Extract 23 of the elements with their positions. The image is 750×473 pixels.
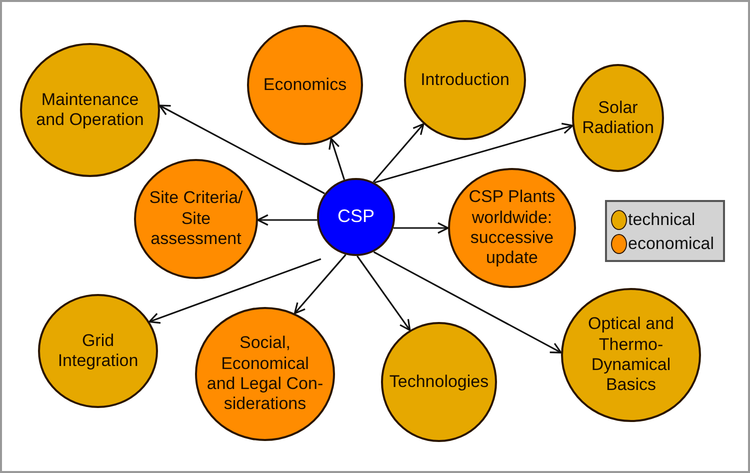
arrow <box>373 251 562 354</box>
topic-label: Introduction <box>420 70 510 90</box>
topic-label: Grid Integration <box>56 330 140 372</box>
hub-label: CSP <box>337 206 374 228</box>
arrow <box>372 123 424 183</box>
arrow <box>294 254 346 314</box>
topic-label: CSP Plants worldwide: successive update <box>468 187 556 269</box>
arrow <box>148 258 322 324</box>
topic-label: Solar Radiation <box>581 98 655 138</box>
topic-label: Social, Economical and Legal Con-siderations <box>206 333 324 415</box>
topic-label: Optical and Thermo-Dynamical Basics <box>587 314 675 396</box>
topic-label: Technologies <box>389 372 489 392</box>
legend-label: technical <box>628 210 696 230</box>
topic-label: Site Criteria/ Site assessment <box>148 188 244 250</box>
arrow <box>374 122 574 184</box>
topic-label: Maintenance and Operation <box>35 90 145 130</box>
arrow <box>158 104 325 194</box>
arrow <box>328 138 346 180</box>
topic-label: Economics <box>263 74 347 96</box>
legend-label: economical <box>628 234 714 254</box>
arrow <box>257 214 318 226</box>
arrow <box>356 256 411 331</box>
arrow <box>394 222 449 234</box>
